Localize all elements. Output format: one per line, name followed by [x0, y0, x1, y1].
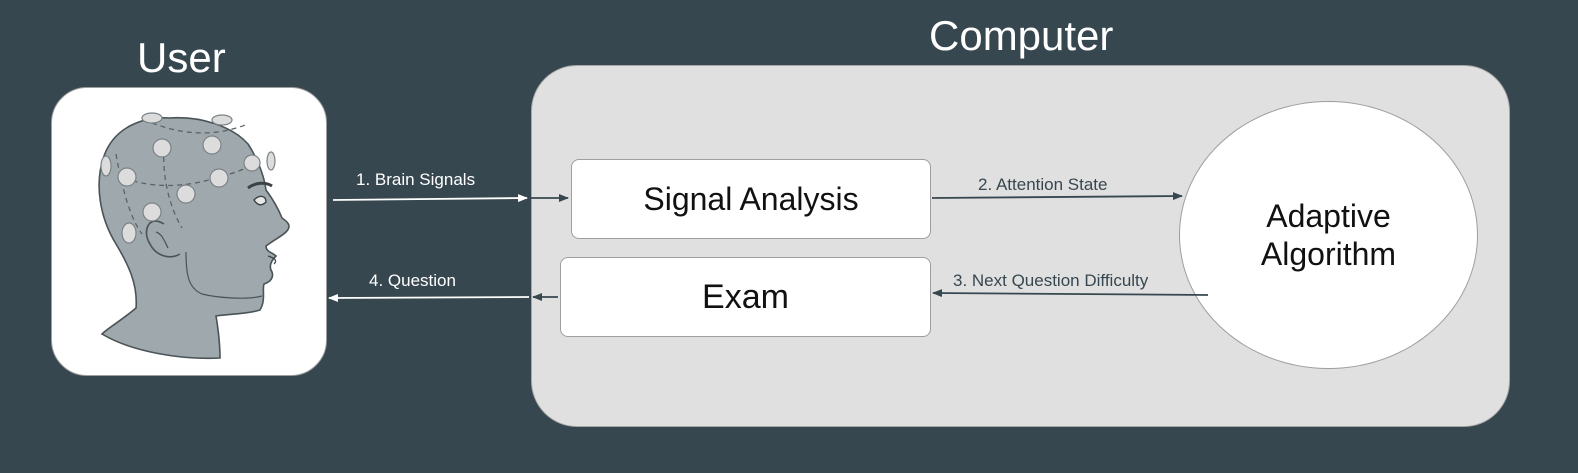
- arrow-next-question: [932, 289, 1209, 298]
- eye: [253, 195, 267, 206]
- label-question: 4. Question: [369, 271, 456, 290]
- eeg-head-icon: [98, 112, 290, 360]
- arrow-attention-state: [931, 192, 1183, 201]
- electrodes: [100, 112, 276, 244]
- adaptive-algorithm-circle: Adaptive Algorithm: [1179, 101, 1478, 369]
- user-panel: [51, 87, 327, 376]
- signal-analysis-box: Signal Analysis: [571, 159, 931, 239]
- computer-title: Computer: [929, 12, 1114, 59]
- ear: [145, 220, 181, 258]
- user-title: User: [137, 34, 226, 81]
- algorithm-label-line2: Algorithm: [1260, 236, 1397, 272]
- label-attention-state: 2. Attention State: [978, 175, 1108, 194]
- exam-box: Exam: [560, 257, 931, 337]
- arrow-question: [328, 293, 530, 302]
- label-next-question-difficulty: 3. Next Question Difficulty: [953, 271, 1149, 290]
- algorithm-label-line1: Adaptive: [1266, 198, 1391, 234]
- arrow-brain-signals: [332, 194, 528, 203]
- eyebrow: [247, 181, 273, 190]
- label-brain-signals: 1. Brain Signals: [356, 170, 476, 189]
